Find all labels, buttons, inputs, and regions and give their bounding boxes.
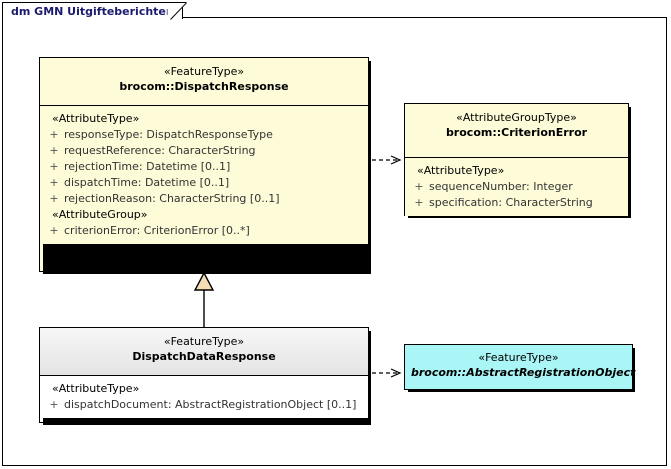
class-box-abstract-registration-object[interactable]: «FeatureType» brocom::AbstractRegistrati… <box>404 344 636 392</box>
attribute-text: responseType: DispatchResponseType <box>64 128 273 141</box>
class-attributes-criterion-error: «AttributeType» + sequenceNumber: Intege… <box>405 158 628 216</box>
class-header-dispatch-response: «FeatureType» brocom::DispatchResponse <box>40 58 368 106</box>
attribute-visibility: + <box>49 160 59 173</box>
attribute-text: criterionError: CriterionError [0..*] <box>64 224 250 237</box>
diagram-title-tab-corner <box>167 2 187 20</box>
attribute-row[interactable]: + responseType: DispatchResponseType <box>44 127 364 143</box>
class-stereotype: «FeatureType» <box>163 335 245 348</box>
attribute-group-label: «AttributeGroup» <box>52 208 148 221</box>
diagram-title-label: dm GMN Uitgifteberichten <box>11 4 174 18</box>
attribute-text: dispatchTime: Datetime [0..1] <box>64 176 230 189</box>
attribute-visibility: + <box>49 144 59 157</box>
class-stereotype: «FeatureType» <box>163 65 245 78</box>
attribute-row[interactable]: + requestReference: CharacterString <box>44 143 364 159</box>
attribute-text: requestReference: CharacterString <box>64 144 256 157</box>
class-attributes-dispatch-data-response: «AttributeType» + dispatchDocument: Abst… <box>40 376 368 418</box>
class-attributes-dispatch-response: «AttributeType» + responseType: Dispatch… <box>40 106 368 244</box>
class-header-dispatch-data-response: «FeatureType» DispatchDataResponse <box>40 328 368 376</box>
class-header-abstract-registration-object: «FeatureType» brocom::AbstractRegistrati… <box>405 345 636 389</box>
attribute-row[interactable]: + rejectionReason: CharacterString [0..1… <box>44 191 364 207</box>
diagram-title-tab: dm GMN Uitgifteberichten <box>2 2 183 19</box>
attribute-row[interactable]: + criterionError: CriterionError [0..*] <box>44 223 364 239</box>
class-box-dispatch-response[interactable]: «FeatureType» brocom::DispatchResponse «… <box>39 57 371 274</box>
attribute-group-label: «AttributeType» <box>52 382 140 395</box>
attribute-visibility: + <box>49 128 59 141</box>
attribute-text: specification: CharacterString <box>429 196 593 209</box>
attribute-row[interactable]: + rejectionTime: Datetime [0..1] <box>44 159 364 175</box>
attribute-text: rejectionTime: Datetime [0..1] <box>64 160 231 173</box>
class-name: brocom::AbstractRegistrationObject <box>411 366 636 379</box>
class-name: brocom::CriterionError <box>445 126 588 139</box>
attribute-row[interactable]: + dispatchDocument: AbstractRegistration… <box>44 397 364 413</box>
class-stereotype: «FeatureType» <box>478 351 559 364</box>
attribute-visibility: + <box>49 176 59 189</box>
attribute-group-label: «AttributeType» <box>52 112 140 125</box>
attribute-visibility: + <box>49 398 59 411</box>
attribute-visibility: + <box>49 192 59 205</box>
attribute-group-label: «AttributeType» <box>417 164 505 177</box>
class-name: brocom::DispatchResponse <box>119 80 289 93</box>
diagram-frame <box>2 17 667 466</box>
class-box-criterion-error[interactable]: «AttributeGroupType» brocom::CriterionEr… <box>404 103 631 218</box>
class-box-dispatch-data-response[interactable]: «FeatureType» DispatchDataResponse «Attr… <box>39 327 371 425</box>
class-header-criterion-error: «AttributeGroupType» brocom::CriterionEr… <box>405 104 628 158</box>
class-name: DispatchDataResponse <box>132 350 276 363</box>
attribute-visibility: + <box>414 180 424 193</box>
attribute-row[interactable]: + specification: CharacterString <box>409 195 624 211</box>
attribute-text: rejectionReason: CharacterString [0..1] <box>64 192 280 205</box>
attribute-row[interactable]: + dispatchTime: Datetime [0..1] <box>44 175 364 191</box>
attribute-text: sequenceNumber: Integer <box>429 180 573 193</box>
attribute-visibility: + <box>414 196 424 209</box>
attribute-row[interactable]: + sequenceNumber: Integer <box>409 179 624 195</box>
attribute-text: dispatchDocument: AbstractRegistrationOb… <box>64 398 357 411</box>
class-stereotype: «AttributeGroupType» <box>456 111 577 124</box>
attribute-visibility: + <box>49 224 59 237</box>
